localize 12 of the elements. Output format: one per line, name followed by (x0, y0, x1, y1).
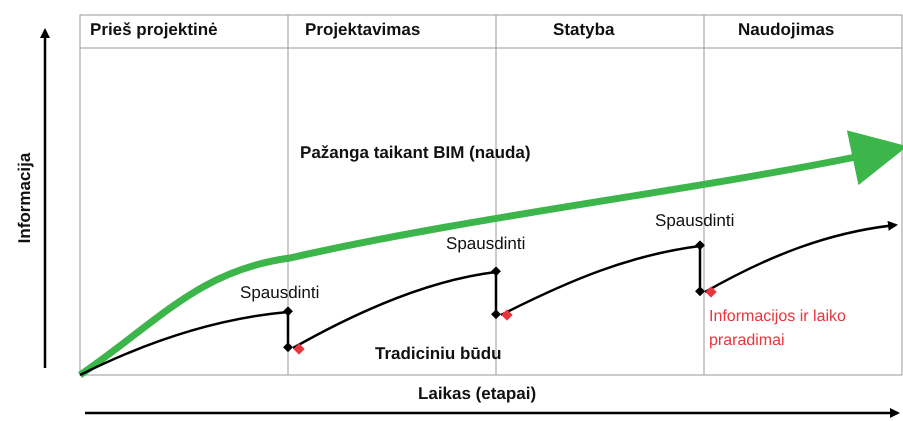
annotation-text: Spausdinti (240, 283, 320, 303)
annotation-text: Pažanga taikant BIM (nauda) (300, 143, 530, 163)
x-axis-title: Laikas (etapai) (418, 384, 536, 404)
column-header: Prieš projektinė (90, 20, 218, 40)
annotation-text: Spausdinti (655, 211, 734, 231)
annotation-text: Informacijos ir laiko praradimai (709, 307, 847, 351)
annotation-text: Spausdinti (446, 234, 526, 254)
y-axis-title: Informacija (15, 152, 35, 246)
column-header: Statyba (553, 20, 614, 40)
annotation-text: Tradiciniu būdu (375, 344, 502, 364)
column-header: Naudojimas (738, 20, 834, 40)
column-header: Projektavimas (305, 20, 420, 40)
